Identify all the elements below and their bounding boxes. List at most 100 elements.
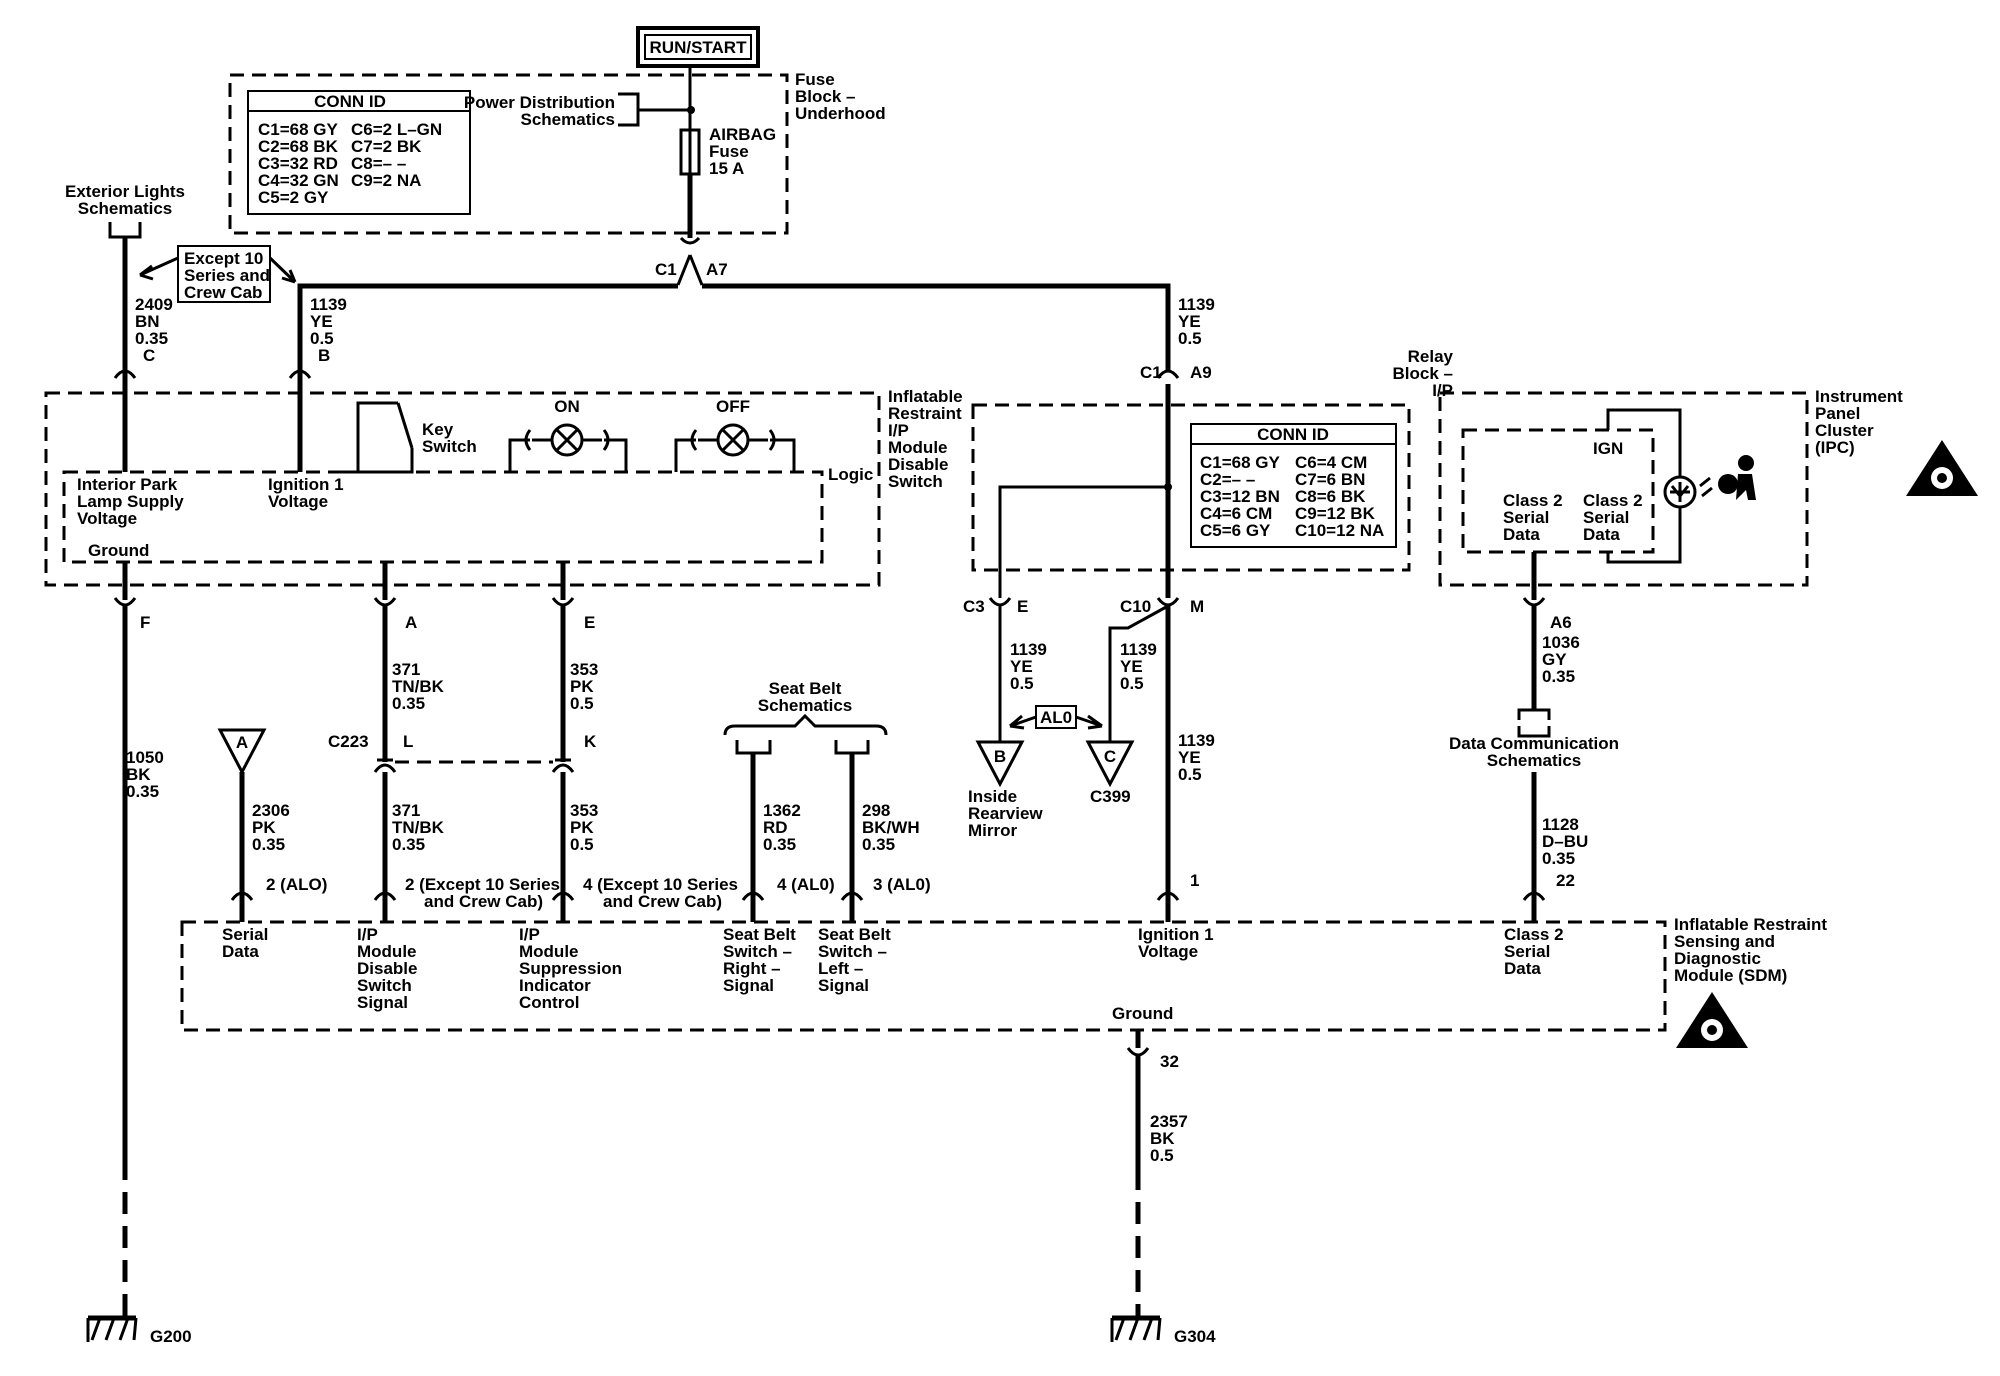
svg-text:I/P: I/P [519,925,540,944]
svg-text:B: B [318,346,330,365]
svg-text:Signal: Signal [357,993,408,1012]
svg-text:Data: Data [1503,525,1540,544]
svg-text:Schematics: Schematics [78,199,173,218]
svg-text:C10=12 NA: C10=12 NA [1295,521,1384,540]
relay-block-conn-id-table: CONN ID C1=68 GY C6=4 CM C2=– – C7=6 BN … [1190,423,1397,548]
svg-text:298: 298 [862,801,890,820]
svg-text:Interior Park: Interior Park [77,475,178,494]
svg-text:G304: G304 [1174,1327,1216,1346]
ip-module-disable-switch: Inflatable Restraint I/P Module Disable … [44,387,963,587]
svg-text:3 (AL0): 3 (AL0) [873,875,931,894]
svg-text:0.35: 0.35 [126,782,159,801]
offpage-connector-a: A [217,728,267,776]
run-start-label: RUN/START [636,26,760,68]
svg-text:Data: Data [1504,959,1541,978]
svg-text:Crew Cab: Crew Cab [184,283,262,302]
svg-text:0.35: 0.35 [1542,667,1575,686]
svg-text:Data Communication: Data Communication [1449,734,1619,753]
svg-text:C3=12 BN: C3=12 BN [1200,487,1280,506]
svg-text:Block –: Block – [795,87,855,106]
svg-text:A9: A9 [1190,363,1212,382]
svg-text:RUN/START: RUN/START [650,38,748,57]
svg-text:Data: Data [1583,525,1620,544]
svg-text:Logic: Logic [828,465,873,484]
svg-text:BK: BK [126,765,151,784]
svg-text:371: 371 [392,801,420,820]
svg-text:I/P: I/P [1432,381,1453,400]
svg-text:Seat Belt: Seat Belt [818,925,891,944]
svg-text:and Crew Cab): and Crew Cab) [424,892,543,911]
svg-text:YE: YE [1010,657,1033,676]
svg-text:Ground: Ground [88,541,149,560]
airbag-fuse-icon [679,128,701,176]
svg-text:Inflatable: Inflatable [888,387,963,406]
svg-text:I/P: I/P [888,421,909,440]
svg-text:Indicator: Indicator [519,976,591,995]
svg-text:D–BU: D–BU [1542,832,1588,851]
svg-text:BN: BN [135,312,160,331]
svg-text:C7=6 BN: C7=6 BN [1295,470,1365,489]
offpage-connector-c: C [1085,740,1135,788]
svg-text:TN/BK: TN/BK [392,677,445,696]
svg-text:RD: RD [763,818,788,837]
svg-text:K: K [584,732,597,751]
svg-text:OFF: OFF [716,397,750,416]
svg-text:C4=32 GN: C4=32 GN [258,171,339,190]
svg-text:Switch: Switch [422,437,477,456]
svg-text:Switch –: Switch – [818,942,887,961]
svg-text:A: A [405,613,417,632]
svg-text:AIRBAG: AIRBAG [709,125,776,144]
svg-text:C5=6 GY: C5=6 GY [1200,521,1271,540]
svg-text:PK: PK [252,818,276,837]
svg-text:C4=6 CM: C4=6 CM [1200,504,1272,523]
svg-text:E: E [1017,597,1028,616]
svg-text:0.35: 0.35 [1542,849,1575,868]
svg-text:1139: 1139 [1178,731,1215,750]
instrument-panel-cluster: Instrument Panel Cluster (IPC) IGN Class… [1438,387,1903,587]
svg-text:Right –: Right – [723,959,781,978]
svg-text:15 A: 15 A [709,159,744,178]
svg-text:0.35: 0.35 [135,329,168,348]
svg-text:1036: 1036 [1542,633,1580,652]
svg-text:22: 22 [1556,871,1575,890]
svg-text:0.5: 0.5 [570,694,594,713]
off-indicator-lamp-icon: OFF [674,397,796,472]
svg-text:Ignition 1: Ignition 1 [1138,925,1214,944]
svg-text:Serial: Serial [1503,508,1549,527]
svg-text:4 (Except 10 Series: 4 (Except 10 Series [583,875,738,894]
svg-text:0.5: 0.5 [1178,765,1202,784]
svg-text:IGN: IGN [1593,439,1623,458]
svg-text:Serial: Serial [1504,942,1550,961]
svg-text:Module: Module [888,438,948,457]
offpage-connector-b: B [975,740,1025,788]
svg-text:0.35: 0.35 [862,835,895,854]
airbag-passenger-symbol-icon [1718,455,1756,500]
svg-text:2306: 2306 [252,801,290,820]
svg-text:C8=6 BK: C8=6 BK [1295,487,1366,506]
svg-text:371: 371 [392,660,420,679]
svg-text:PK: PK [570,677,594,696]
svg-text:Switch –: Switch – [723,942,792,961]
svg-text:YE: YE [1120,657,1143,676]
svg-text:32: 32 [1160,1052,1179,1071]
svg-text:Signal: Signal [818,976,869,995]
svg-text:C1=68 GY: C1=68 GY [1200,453,1281,472]
svg-text:0.5: 0.5 [1178,329,1202,348]
svg-text:ON: ON [554,397,580,416]
svg-text:2409: 2409 [135,295,173,314]
svg-text:YE: YE [310,312,333,331]
svg-text:M: M [1190,597,1204,616]
svg-text:Class 2: Class 2 [1583,491,1643,510]
svg-text:CONN ID: CONN ID [1257,425,1329,444]
svg-text:YE: YE [1178,748,1201,767]
sdm-airbag-warning-icon [1676,992,1748,1048]
svg-text:0.5: 0.5 [1010,674,1034,693]
svg-text:Power Distribution: Power Distribution [464,93,615,112]
svg-text:2357: 2357 [1150,1112,1188,1131]
svg-text:Panel: Panel [1815,404,1860,423]
svg-text:1050: 1050 [126,748,164,767]
key-switch-icon: Key Switch [342,401,477,474]
svg-text:Disable: Disable [357,959,417,978]
svg-text:F: F [140,613,150,632]
svg-text:B: B [994,747,1006,766]
